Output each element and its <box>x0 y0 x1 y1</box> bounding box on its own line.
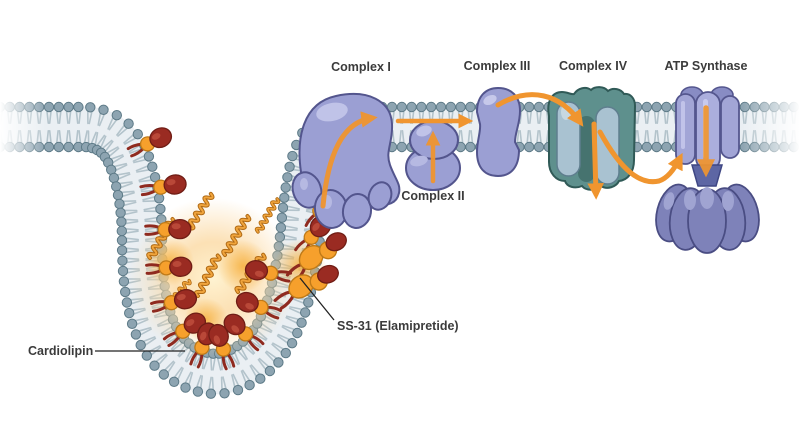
label-cardiolipin: Cardiolipin <box>28 344 93 358</box>
electron-flow-arrows <box>320 92 716 209</box>
arrow-complex-iii-to-iv <box>495 92 584 127</box>
label-complex-iv: Complex IV <box>559 59 628 73</box>
label-atp-synthase: ATP Synthase <box>665 59 748 73</box>
complex-iii-shape <box>475 86 522 178</box>
label-ss31: SS-31 (Elamipretide) <box>337 319 459 333</box>
label-complex-ii: Complex II <box>401 189 464 203</box>
label-complex-i: Complex I <box>331 60 391 74</box>
ss31-pointer-line <box>299 277 335 321</box>
arrow-through-complex-i <box>320 111 378 209</box>
label-complex-iii: Complex III <box>464 59 531 73</box>
pit-glow <box>129 198 326 358</box>
membrane-fade-left <box>0 94 46 162</box>
arrow-complex-iv-down <box>587 121 604 200</box>
arrow-complex-iv-to-atp <box>597 129 683 185</box>
membrane-fade-right <box>742 92 800 164</box>
